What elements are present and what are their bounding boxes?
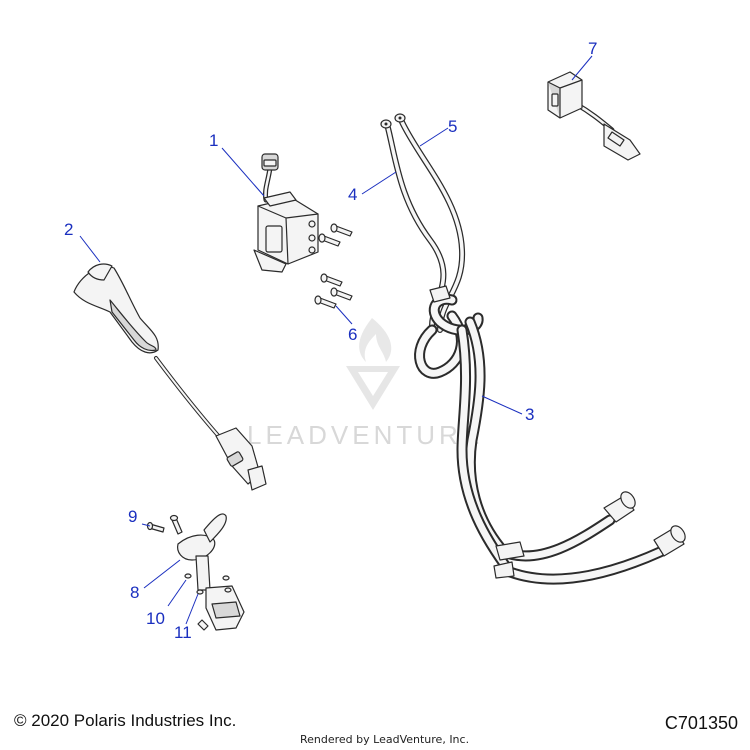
watermark-flame-icon (359, 318, 392, 362)
part-6-screws (314, 287, 353, 309)
part-8-11-sensor-assembly (146, 513, 245, 631)
part-3-4-5-harness (380, 113, 686, 585)
part-7-connector (547, 71, 641, 161)
part-2-grip-assembly (73, 263, 267, 491)
callout-11: 11 (174, 623, 192, 642)
watermark-text: LEADVENTURE (247, 420, 483, 450)
callout-5: 5 (448, 117, 457, 136)
callout-6: 6 (348, 325, 357, 344)
callout-1: 1 (209, 131, 218, 150)
callout-3: 3 (525, 405, 534, 424)
drawing-number: C701350 (664, 713, 738, 733)
leadventure-watermark: LEADVENTURE (247, 318, 483, 450)
copyright-text: © 2020 Polaris Industries Inc. (14, 711, 237, 730)
callout-10: 10 (146, 609, 165, 628)
callout-4: 4 (348, 185, 357, 204)
screw-set-upper (318, 223, 353, 287)
watermark-v-icon (346, 366, 400, 410)
callout-9: 9 (128, 507, 137, 526)
callout-labels: 1 2 3 4 5 6 7 8 9 10 11 (64, 39, 597, 642)
rendered-by-text: Rendered by LeadVenture, Inc. (300, 733, 470, 746)
callout-7: 7 (588, 39, 597, 58)
leader-lines (79, 55, 593, 625)
callout-8: 8 (130, 583, 139, 602)
callout-2: 2 (64, 220, 73, 239)
part-1-switch-assembly (253, 153, 319, 273)
